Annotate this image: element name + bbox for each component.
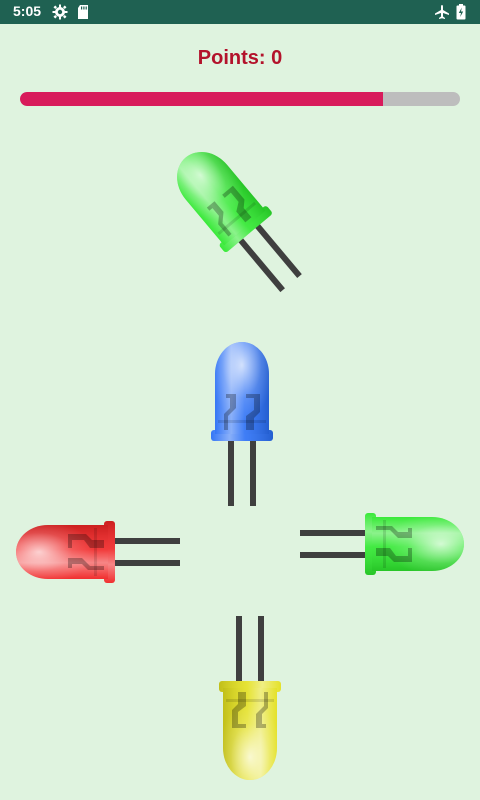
airplane-mode-icon bbox=[434, 4, 450, 24]
timer-bar-fill bbox=[20, 92, 383, 106]
led-top-green[interactable] bbox=[161, 137, 315, 308]
points-label: Points: 0 bbox=[197, 47, 283, 69]
led-right-green[interactable] bbox=[292, 506, 464, 582]
sd-card-icon bbox=[76, 4, 90, 24]
led-center-blue[interactable] bbox=[204, 336, 280, 506]
status-time: 5:05 bbox=[13, 3, 42, 19]
timer-bar bbox=[20, 92, 460, 106]
led-bottom-yellow[interactable] bbox=[212, 604, 288, 780]
status-bar: 5:05 bbox=[0, 0, 480, 24]
settings-icon bbox=[52, 4, 68, 24]
led-left-red[interactable] bbox=[16, 514, 188, 590]
battery-charging-icon bbox=[456, 4, 466, 24]
